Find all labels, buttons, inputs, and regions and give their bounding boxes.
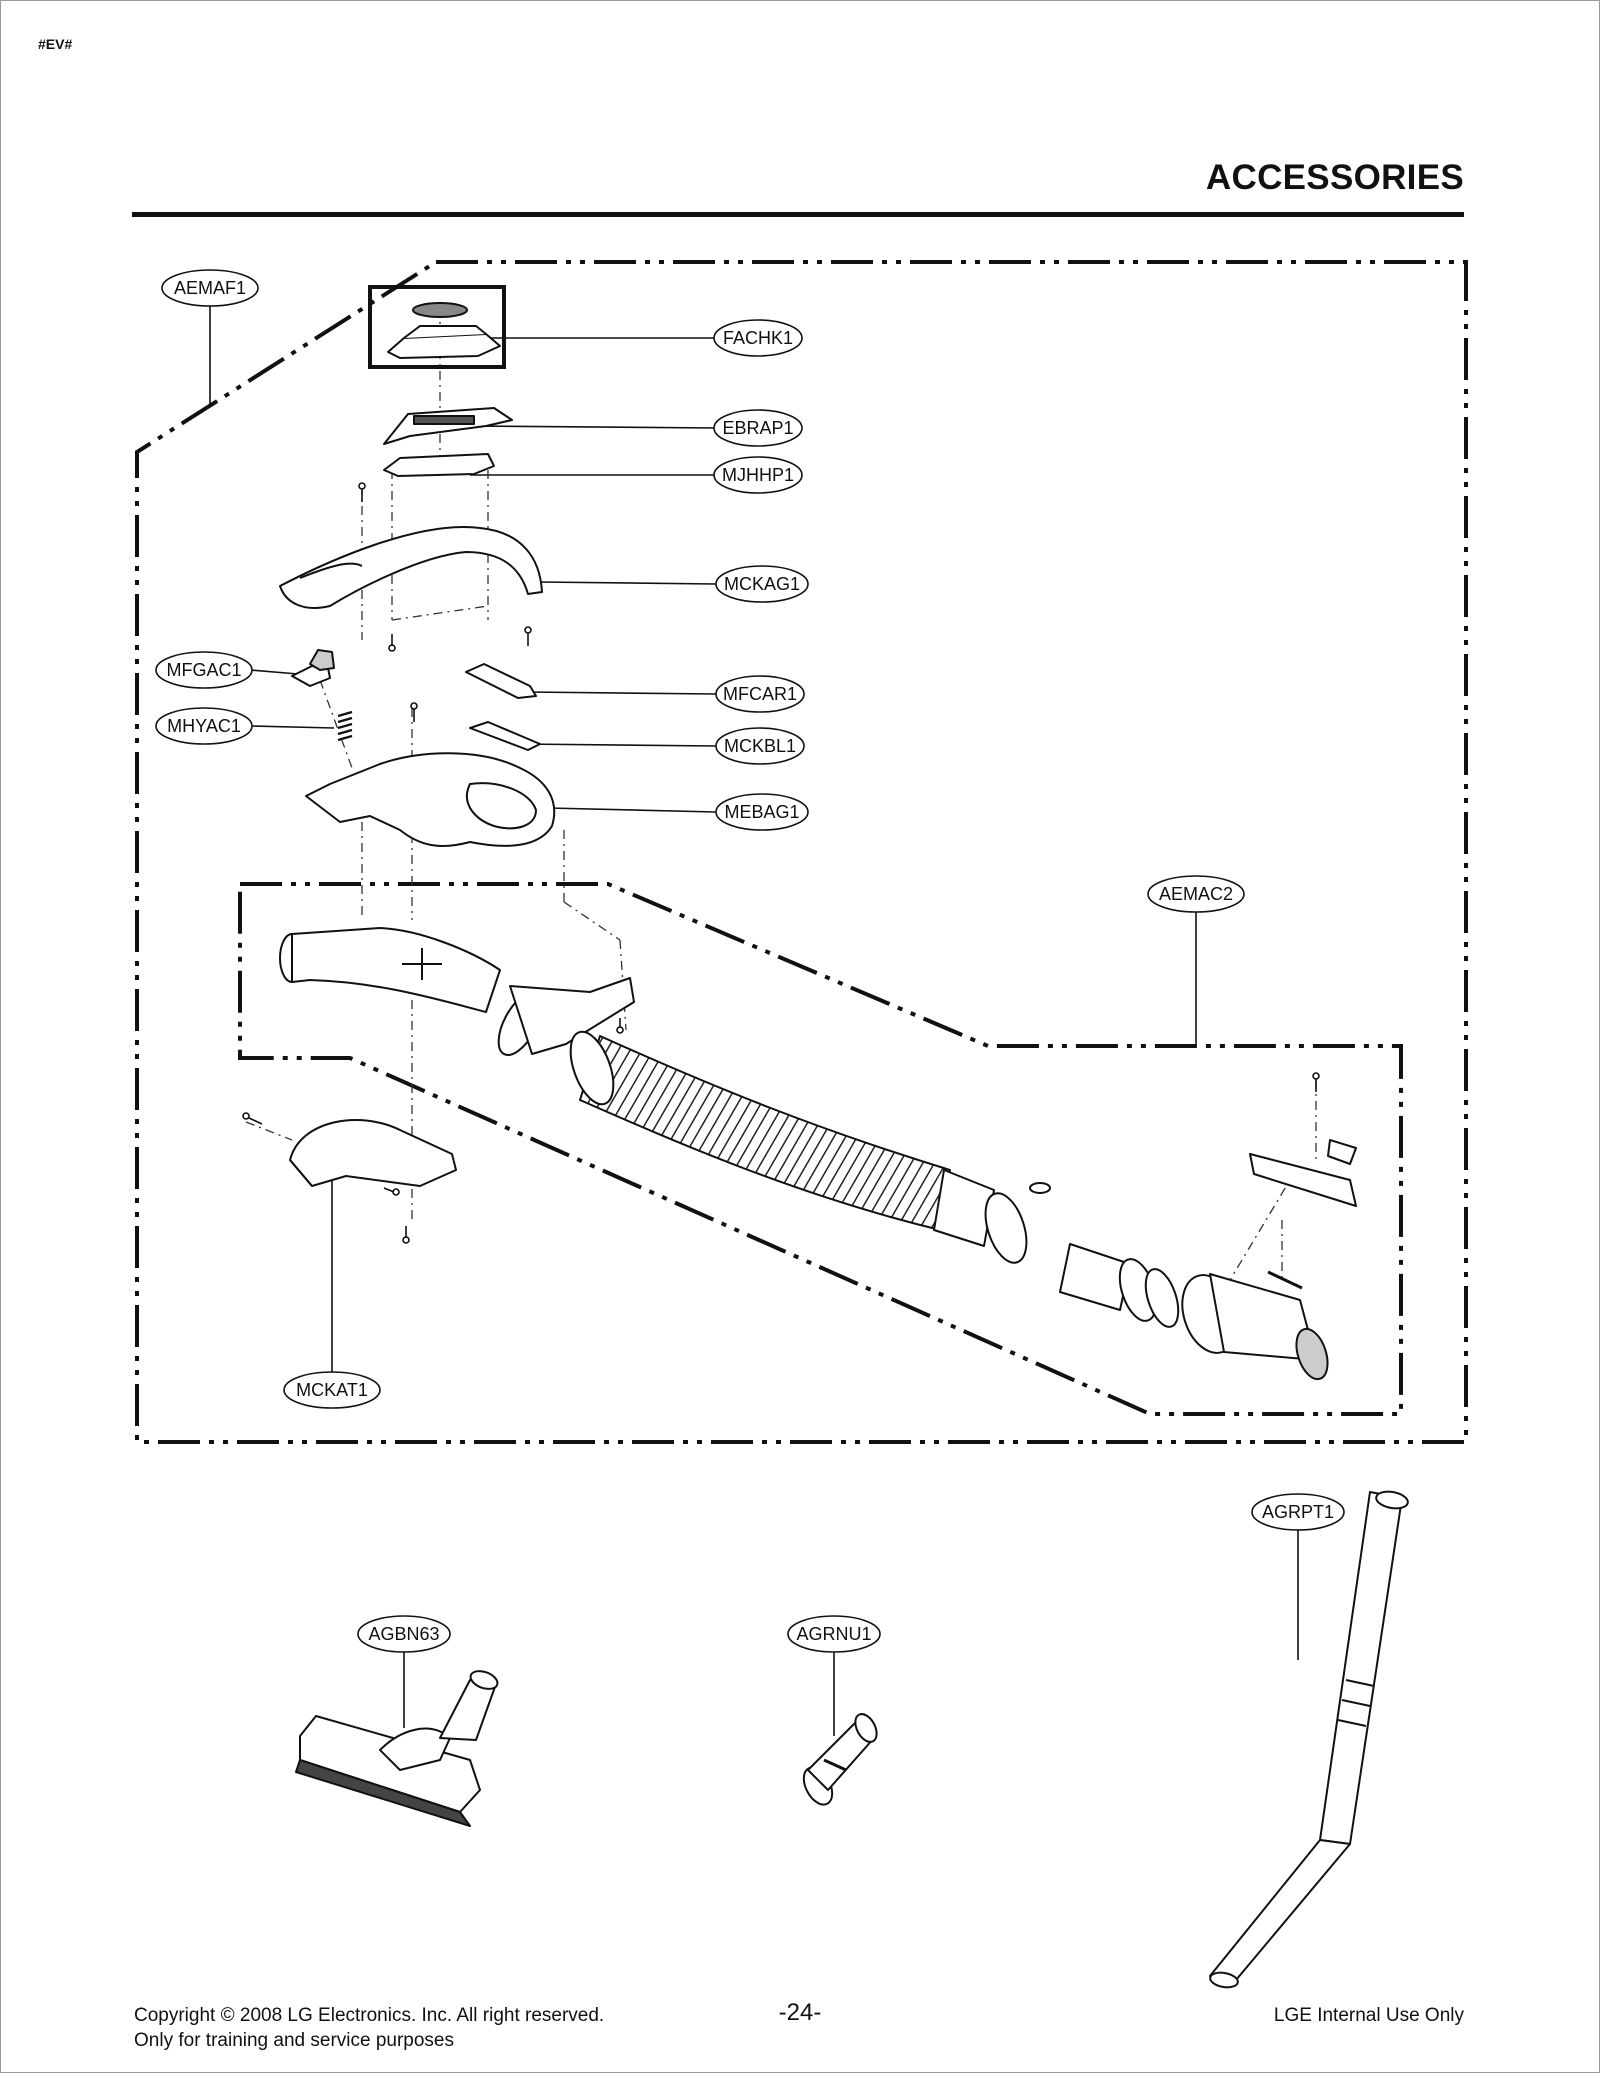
- callout-mckat1: MCKAT1: [283, 1371, 381, 1409]
- part-hose-connector: [933, 1169, 1051, 1264]
- internal-use-notice: LGE Internal Use Only: [1273, 2005, 1464, 2026]
- part-ebrap1: [383, 407, 513, 445]
- svg-text:AGBN63: AGBN63: [368, 1624, 439, 1644]
- part-fachk1: [387, 302, 501, 359]
- callout-fachk1: FACHK1: [713, 319, 803, 357]
- callout-agrpt1: AGRPT1: [1251, 1493, 1345, 1531]
- svg-text:MCKAT1: MCKAT1: [296, 1380, 368, 1400]
- callout-mckag1: MCKAG1: [715, 565, 809, 603]
- svg-text:FACHK1: FACHK1: [723, 328, 793, 348]
- part-mckag1: [279, 526, 543, 609]
- part-mfcar1: [465, 663, 537, 699]
- callout-ebrap1: EBRAP1: [713, 409, 803, 447]
- callout-agbn63: AGBN63: [357, 1615, 451, 1653]
- title-rule: [132, 212, 1464, 217]
- callouts: AEMAF1 FACHK1 EBRAP1 MJHHP1 MCKAG1 MFGAC…: [155, 269, 1345, 1653]
- part-mhyac1: [337, 710, 353, 742]
- part-mckbl1: [469, 721, 541, 751]
- svg-text:MFGAC1: MFGAC1: [166, 660, 241, 680]
- callout-mjhhp1: MJHHP1: [713, 456, 803, 494]
- callout-mckbl1: MCKBL1: [715, 727, 805, 765]
- svg-text:MCKAG1: MCKAG1: [724, 574, 800, 594]
- part-mjhhp1: [383, 453, 495, 477]
- callout-agrnu1: AGRNU1: [787, 1615, 881, 1653]
- svg-text:AEMAC2: AEMAC2: [1159, 884, 1233, 904]
- part-mebag1: [305, 752, 556, 847]
- copyright-text: Copyright © 2008 LG Electronics. Inc. Al…: [134, 2005, 605, 2026]
- part-agbn63: [295, 1670, 499, 1827]
- part-agrpt1: [1209, 1490, 1409, 1989]
- svg-text:MJHHP1: MJHHP1: [722, 465, 794, 485]
- callout-mfgac1: MFGAC1: [155, 651, 253, 689]
- boundary-aemac2: [238, 882, 1403, 1416]
- document-id: #EV#: [38, 36, 73, 52]
- svg-text:AGRNU1: AGRNU1: [796, 1624, 871, 1644]
- part-flex-hose: [569, 1030, 951, 1231]
- part-cuff: [497, 977, 635, 1056]
- callout-aemac2: AEMAC2: [1147, 875, 1245, 913]
- callout-mebag1: MEBAG1: [715, 793, 809, 831]
- svg-text:MEBAG1: MEBAG1: [724, 802, 799, 822]
- svg-text:AGRPT1: AGRPT1: [1262, 1502, 1334, 1522]
- callout-mhyac1: MHYAC1: [155, 707, 253, 745]
- svg-text:MCKBL1: MCKBL1: [724, 736, 796, 756]
- part-agrnu1: [802, 1713, 878, 1806]
- screws: [242, 482, 1320, 1244]
- svg-text:AEMAF1: AEMAF1: [174, 278, 246, 298]
- boundary-aemaf1: [135, 260, 1468, 1444]
- page-title: ACCESSORIES: [1205, 158, 1464, 197]
- part-swivel: [1059, 1243, 1180, 1328]
- purpose-text: Only for training and service purposes: [134, 2030, 454, 2051]
- part-mfgac1: [291, 649, 335, 687]
- part-mckat1: [289, 1119, 457, 1187]
- boundary-fachk1: [368, 285, 506, 369]
- svg-text:MHYAC1: MHYAC1: [167, 716, 241, 736]
- svg-text:MFCAR1: MFCAR1: [723, 684, 797, 704]
- svg-text:EBRAP1: EBRAP1: [722, 418, 793, 438]
- part-end-grip: [1181, 1139, 1357, 1381]
- page-number: -24-: [778, 1999, 822, 2026]
- part-handle-tube: [279, 927, 501, 1013]
- callout-mfcar1: MFCAR1: [715, 675, 805, 713]
- callout-aemaf1: AEMAF1: [161, 269, 259, 307]
- footer-copyright: Copyright © 2008 LG Electronics. Inc. Al…: [134, 2003, 604, 2053]
